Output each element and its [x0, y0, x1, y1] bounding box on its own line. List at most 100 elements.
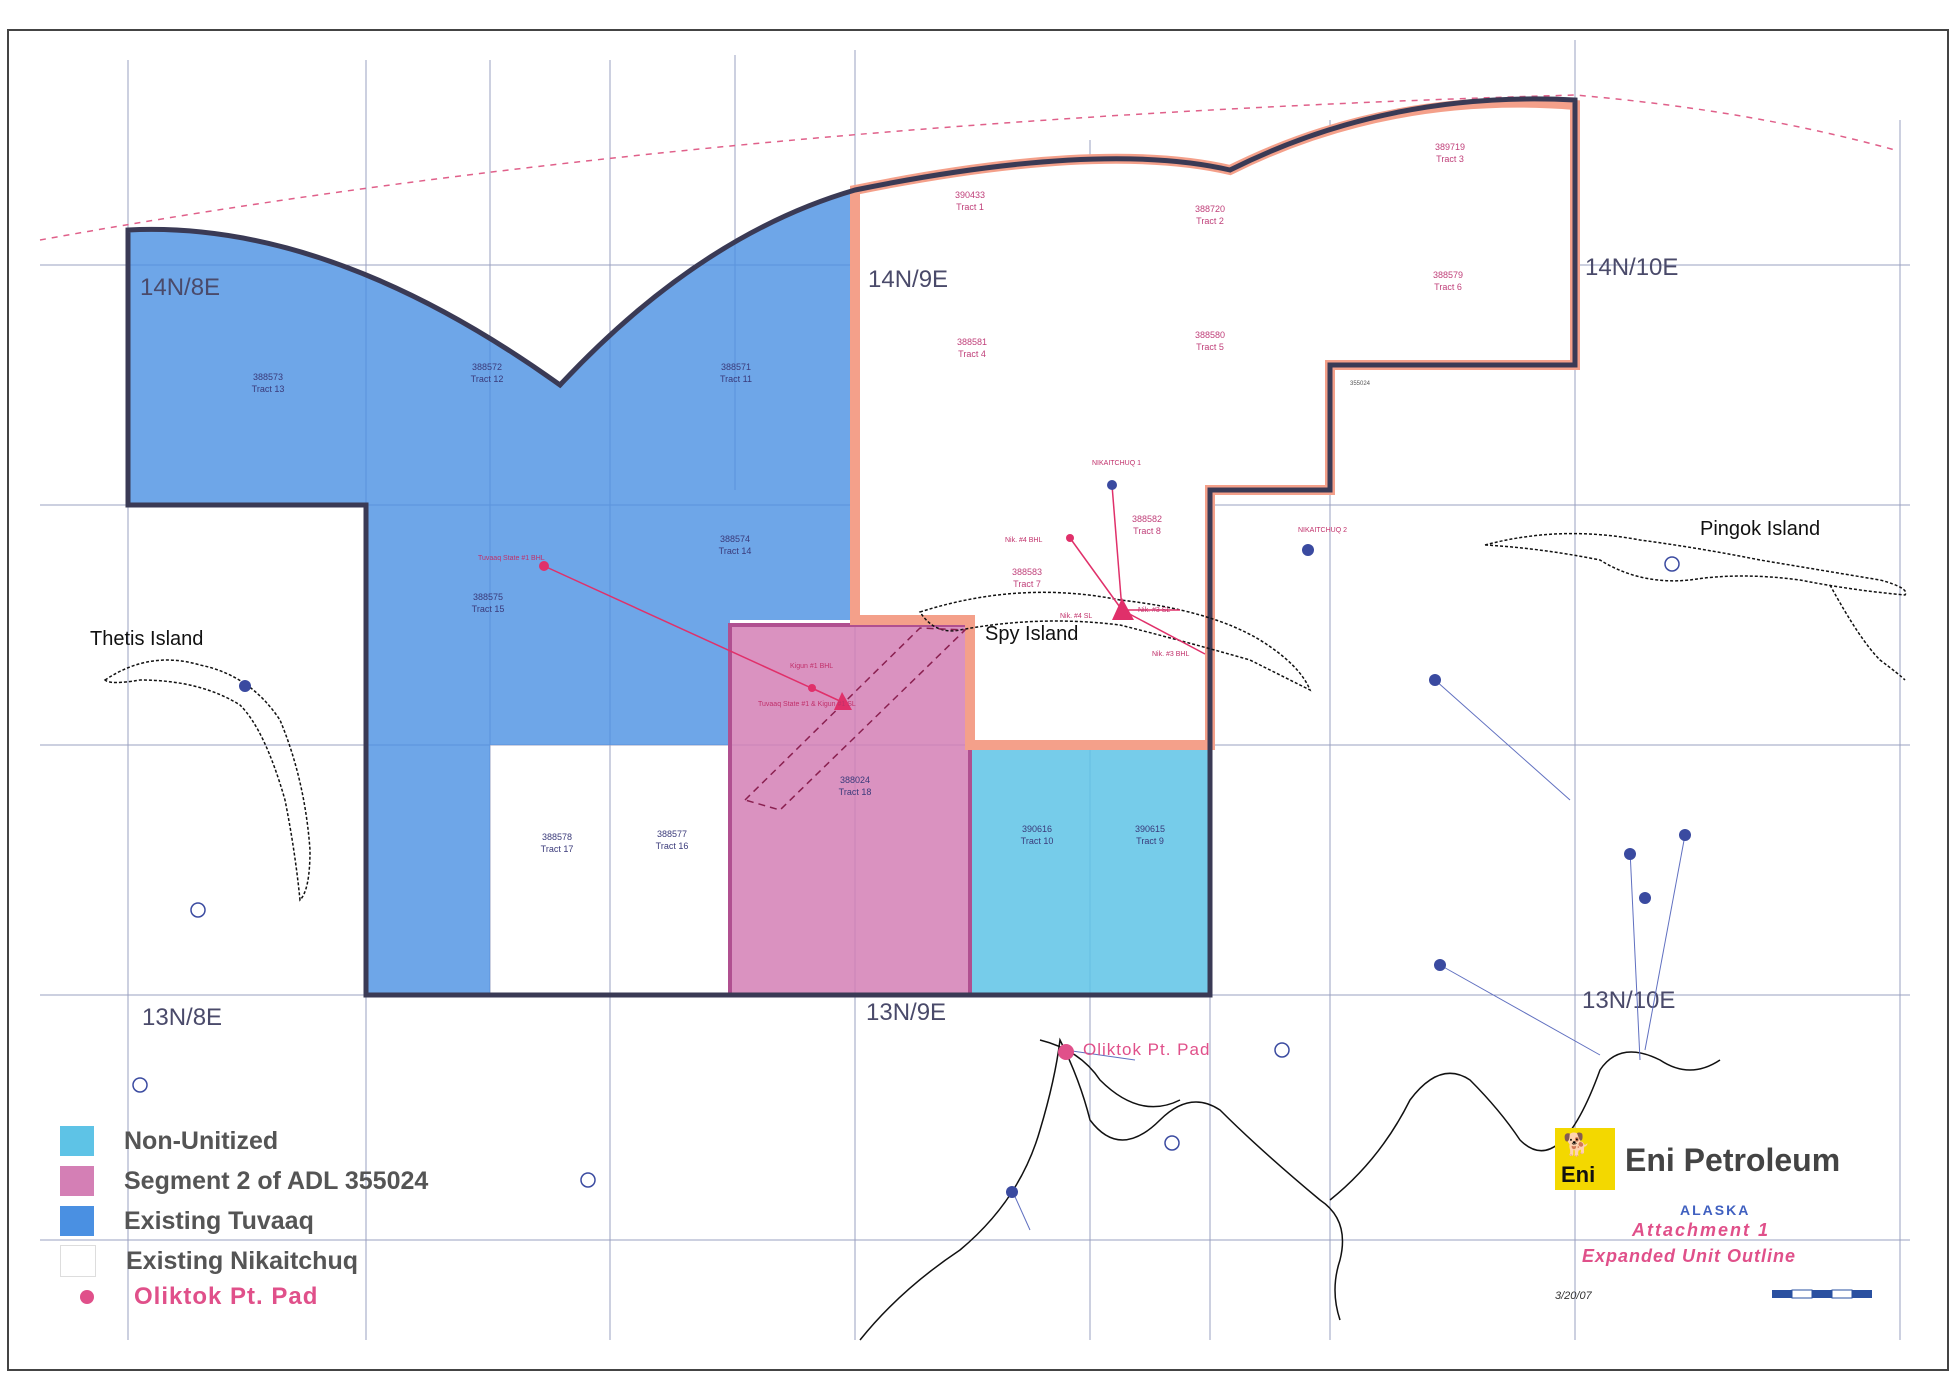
- well-dot-icon: [1107, 480, 1117, 490]
- pingok-island-outline: [1484, 532, 1907, 596]
- tuvaaq-area: [128, 190, 855, 995]
- well-dot-icon: [1624, 848, 1636, 860]
- tract-name: Tract 10: [1021, 836, 1054, 846]
- well-markers: [132, 480, 1691, 1198]
- well-dot-icon: [1679, 829, 1691, 841]
- tract-name: Tract 13: [252, 384, 285, 394]
- tract-number: 388024: [840, 775, 870, 785]
- legend-swatch-segment2: [60, 1166, 94, 1196]
- well-label: Kigun #1 BHL: [790, 663, 833, 670]
- segment2-area: [728, 623, 972, 997]
- well-labels: NIKAITCHUQ 1 Nik. #4 BHL Nik. #4 SL Nik.…: [478, 460, 1347, 708]
- tract-number: 388572: [472, 362, 502, 372]
- tract-labels: 388573 Tract 13 388572 Tract 12 388571 T…: [252, 142, 1465, 854]
- tract-number: 388574: [720, 534, 750, 544]
- map-frame: [7, 29, 1949, 1371]
- well-dot-icon: [1302, 544, 1314, 556]
- legend-row-non-unitized: Non-Unitized: [60, 1124, 278, 1158]
- tract-number: 388578: [542, 832, 572, 842]
- title-block: 🐕 Eni Eni Petroleum ALASKA Attachment 1 …: [1520, 1120, 1920, 1350]
- tract-name: Tract 2: [1196, 216, 1224, 226]
- tract-name: Tract 9: [1136, 836, 1164, 846]
- pad-label: Oliktok Pt. Pad: [1083, 1040, 1210, 1059]
- legend: Non-Unitized Segment 2 of ADL 355024 Exi…: [60, 1112, 460, 1322]
- tract-name: Tract 5: [1196, 342, 1224, 352]
- legend-label: Existing Nikaitchuq: [126, 1246, 358, 1275]
- well-dot-icon: [808, 684, 816, 692]
- well-dot-icon: [1434, 959, 1446, 971]
- map-subtitle: Expanded Unit Outline: [1582, 1246, 1797, 1266]
- well-symbol-icon: [132, 1077, 148, 1093]
- legend-row-segment2: Segment 2 of ADL 355024: [60, 1164, 428, 1198]
- tract-name: Tract 4: [958, 349, 986, 359]
- map-date: 3/20/07: [1555, 1290, 1592, 1302]
- legend-swatch-non-unitized: [60, 1126, 94, 1156]
- tract-number: 388583: [1012, 567, 1042, 577]
- tract-number: 388580: [1195, 330, 1225, 340]
- non-unitized-area: [970, 745, 1210, 995]
- tract-number: 389719: [1435, 142, 1465, 152]
- legend-row-nikaitchuq: Existing Nikaitchuq: [60, 1244, 358, 1278]
- six-legged-dog-icon: 🐕: [1563, 1132, 1591, 1157]
- well-symbol-icon: [1274, 1042, 1290, 1058]
- tract-name: Tract 11: [720, 374, 752, 384]
- tract-number: 388579: [1433, 270, 1463, 280]
- tract-number: 388573: [253, 372, 283, 382]
- legend-row-pad: Oliktok Pt. Pad: [60, 1280, 318, 1314]
- legend-label: Existing Tuvaaq: [124, 1206, 314, 1235]
- well-label: Nik. #4 BHL: [1005, 537, 1042, 544]
- island-label-pingok: Pingok Island: [1700, 518, 1820, 540]
- well-dot-icon: [1429, 674, 1441, 686]
- well-label: NIKAITCHUQ 1: [1092, 460, 1141, 467]
- township-14n9e: 14N/9E: [868, 266, 948, 293]
- well-symbol-icon: [1164, 1135, 1180, 1151]
- company-name: Eni Petroleum: [1625, 1142, 1841, 1178]
- well-dot-icon: [1006, 1186, 1018, 1198]
- tract-name: Tract 12: [471, 374, 504, 384]
- legend-label: Segment 2 of ADL 355024: [124, 1166, 429, 1195]
- pingok-spit: [1829, 584, 1906, 681]
- well-label: Nik. #3 BHL: [1152, 651, 1189, 658]
- well-dot-icon: [1639, 892, 1651, 904]
- tract-number: 390616: [1022, 824, 1052, 834]
- well-label: Nik. #3 SL: [1138, 607, 1170, 614]
- tract-number: 390615: [1135, 824, 1165, 834]
- tract-name: Tract 1: [956, 202, 984, 212]
- scale-bar: [1772, 1289, 1872, 1299]
- island-label-thetis: Thetis Island: [90, 628, 203, 650]
- legend-swatch-nikaitchuq: [60, 1245, 96, 1277]
- tract-name: Tract 17: [541, 844, 574, 854]
- township-13n8e: 13N/8E: [142, 1004, 222, 1031]
- unit-outline: [125, 96, 1578, 998]
- logo-text: Eni: [1561, 1162, 1596, 1187]
- attachment-label: Attachment 1: [1632, 1220, 1771, 1240]
- well-trajectories: [543, 484, 1206, 703]
- legend-swatch-tuvaaq: [60, 1206, 94, 1236]
- well-dot-icon: [239, 680, 251, 692]
- pad-dot-icon: [80, 1290, 94, 1304]
- pad-dot-icon: [1058, 1044, 1074, 1060]
- rig-triangle-icon: [834, 692, 852, 710]
- well-dot-icon: [1066, 534, 1074, 542]
- rig-triangle-icon: [1112, 598, 1134, 620]
- well-label: Tuvaaq State #1 BHL: [478, 555, 545, 562]
- shoreline-line: [39, 94, 1896, 241]
- township-13n9e: 13N/9E: [866, 999, 946, 1026]
- well-dot-icon: [539, 561, 549, 571]
- well-symbol-icon: [580, 1172, 596, 1188]
- well-symbol-icon: [1664, 556, 1680, 572]
- tract-number: 388582: [1132, 514, 1162, 524]
- island-label-spy: Spy Island: [985, 623, 1078, 645]
- township-14n10e: 14N/10E: [1585, 254, 1678, 281]
- state-label: ALASKA: [1680, 1202, 1751, 1218]
- tract-number: 388577: [657, 829, 687, 839]
- tract-name: Tract 18: [839, 787, 872, 797]
- township-14n8e: 14N/8E: [140, 274, 220, 301]
- kigun-track: [743, 627, 967, 811]
- tract-number: 390433: [955, 190, 985, 200]
- adl-label: 355024: [1350, 381, 1371, 387]
- township-13n10e: 13N/10E: [1582, 987, 1675, 1014]
- well-label: Nik. #4 SL: [1060, 613, 1092, 620]
- legend-label: Non-Unitized: [124, 1126, 279, 1155]
